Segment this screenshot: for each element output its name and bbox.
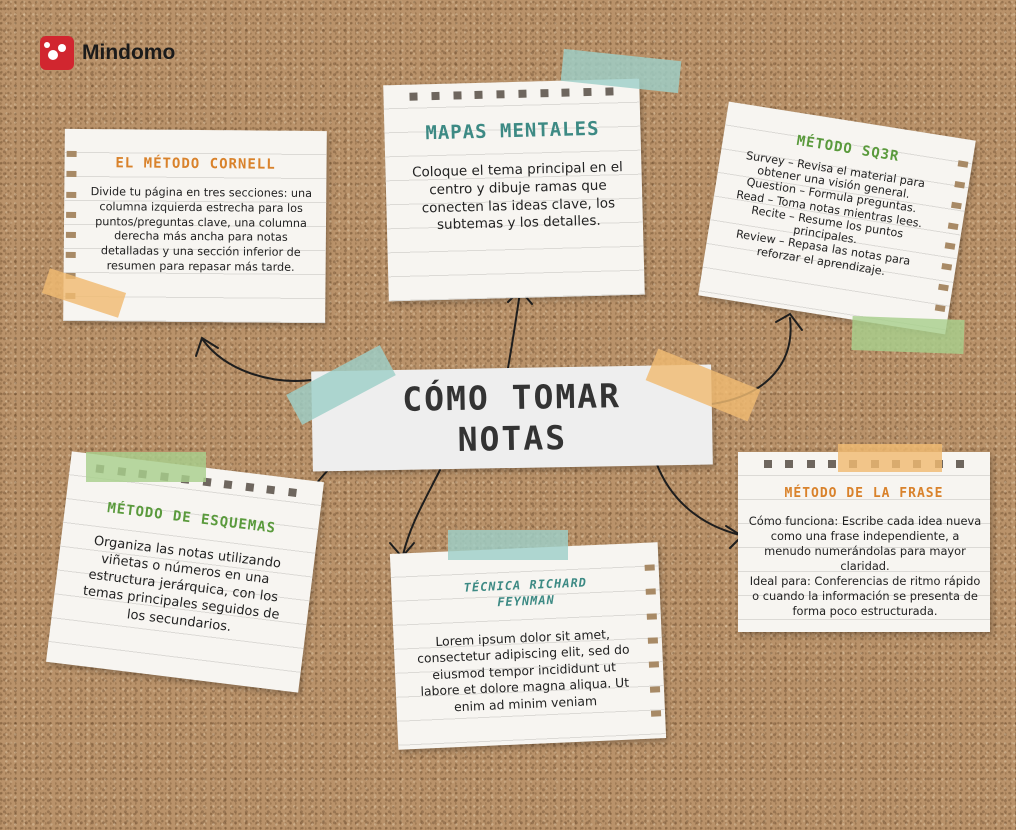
- mindomo-logo: Mindomo: [40, 36, 175, 70]
- arrowhead-cornell: [195, 336, 219, 357]
- tape-green-esquemas: [86, 452, 206, 482]
- mindomo-logo-icon: [40, 36, 74, 70]
- note-mapas-mentales: MAPAS MENTALES Coloque el tema principal…: [383, 78, 645, 302]
- logo-text: Mindomo: [82, 41, 176, 64]
- cornell-body: Divide tu página en tres secciones: una …: [90, 185, 313, 274]
- tape-teal-feynman: [448, 530, 568, 560]
- sq3r-body: Survey – Revisa el material para obtener…: [717, 147, 939, 284]
- frase-body-how: Cómo funciona: Escribe cada idea nueva c…: [748, 514, 982, 574]
- arrow-to-frase: [655, 461, 741, 536]
- tape-green-sq3r: [851, 316, 965, 354]
- note-feynman: TÉCNICA RICHARD FEYNMAN Lorem ipsum dolo…: [389, 542, 667, 750]
- mapas-title: MAPAS MENTALES: [425, 117, 600, 145]
- note-frase: MÉTODO DE LA FRASE Cómo funciona: Escrib…: [738, 452, 990, 632]
- arrowhead-sq3r: [775, 312, 803, 331]
- note-sq3r: MÉTODO SQ3R Survey – Revisa el material …: [698, 101, 976, 335]
- center-title: CÓMO TOMAR NOTAS: [401, 375, 622, 459]
- esquemas-body: Organiza las notas utilizando viñetas o …: [82, 533, 282, 635]
- mapas-body: Coloque el tema principal en el centro y…: [411, 159, 624, 234]
- feynman-title: TÉCNICA RICHARD FEYNMAN: [463, 575, 588, 609]
- arrow-to-mapas: [507, 291, 521, 369]
- tape-orange-frase: [838, 444, 942, 472]
- arrow-to-cornell: [202, 339, 313, 382]
- frase-body: Cómo funciona: Escribe cada idea nueva c…: [748, 514, 982, 619]
- cornell-title: EL MÉTODO CORNELL: [115, 155, 276, 173]
- arrow-to-feynman: [402, 469, 441, 556]
- note-esquemas: MÉTODO DE ESQUEMAS Organiza las notas ut…: [46, 451, 324, 693]
- frase-body-ideal: Ideal para: Conferencias de ritmo rápido…: [749, 574, 981, 619]
- feynman-body: Lorem ipsum dolor sit amet, consectetur …: [416, 626, 630, 714]
- frase-title: MÉTODO DE LA FRASE: [784, 486, 944, 501]
